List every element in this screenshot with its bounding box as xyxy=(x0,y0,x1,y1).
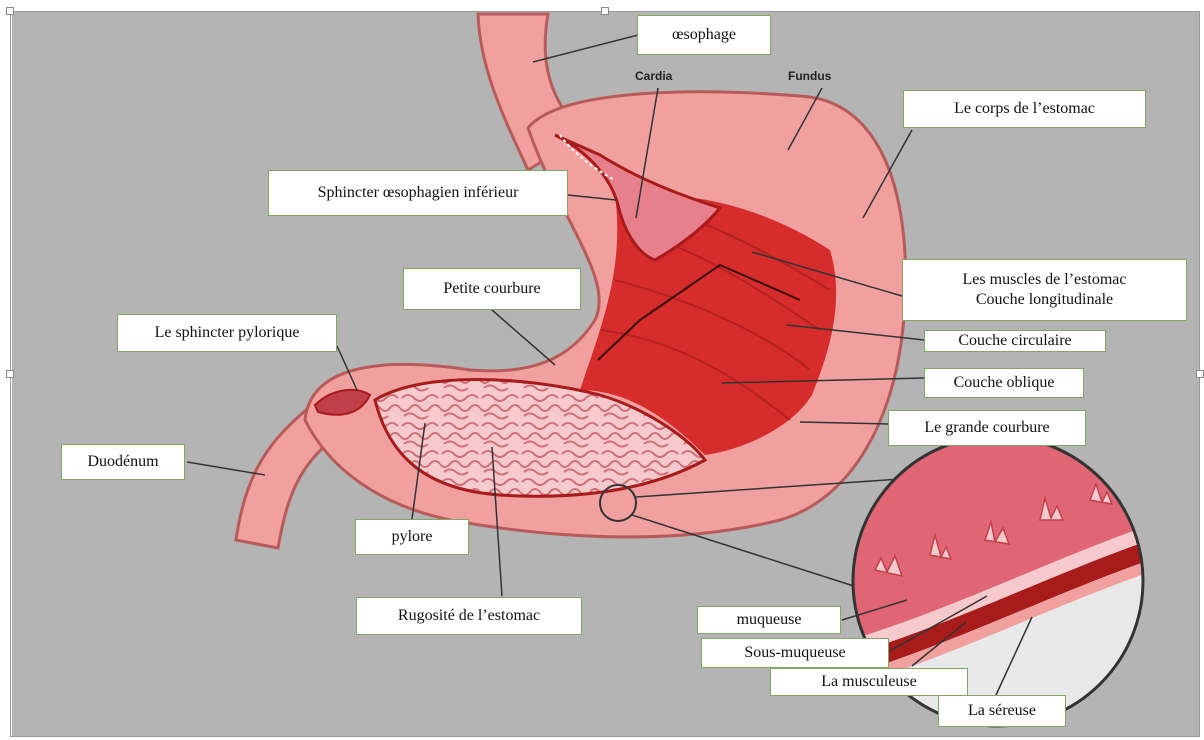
longitudinal-layer-line: Couche longitudinale xyxy=(976,290,1113,310)
lesser-curvature-label: Petite courbure xyxy=(403,268,581,310)
mucosa-label: muqueuse xyxy=(697,606,841,634)
oblique-layer-label: Couche oblique xyxy=(924,368,1084,398)
greater-curvature-label: Le grande courbure xyxy=(888,410,1086,446)
lower-esophageal-sphincter-label: Sphincter œsophagien inférieur xyxy=(268,170,568,216)
stomach-muscles-label: Les muscles de l’estomac Couche longitud… xyxy=(902,259,1187,321)
stomach-body-label: Le corps de l’estomac xyxy=(903,90,1146,128)
duodenum-label: Duodénum xyxy=(61,444,185,480)
serosa-label: La séreuse xyxy=(938,695,1066,727)
oesophagus-label: œsophage xyxy=(637,15,771,55)
gastric-rugae-label: Rugosité de l’estomac xyxy=(356,597,582,635)
muscularis-label: La musculeuse xyxy=(770,668,968,696)
circular-layer-label: Couche circulaire xyxy=(924,330,1106,352)
stomach-muscles-line1: Les muscles de l’estomac xyxy=(963,270,1127,290)
submucosa-label: Sous-muqueuse xyxy=(701,638,889,668)
cardia-caption: Cardia xyxy=(635,69,672,83)
fundus-caption: Fundus xyxy=(788,69,831,83)
pyloric-sphincter-label: Le sphincter pylorique xyxy=(117,314,337,352)
pylorus-label: pylore xyxy=(355,519,469,555)
